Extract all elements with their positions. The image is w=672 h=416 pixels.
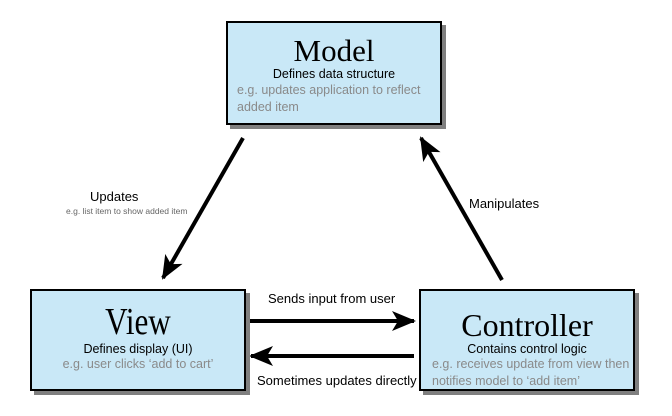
view-subtitle: Defines display (UI): [83, 342, 193, 356]
controller-title: Controller: [461, 307, 593, 343]
edge-label-updates-example: e.g. list item to show added item: [66, 206, 188, 216]
arrow-controller-to-model: [419, 136, 504, 281]
controller-subtitle: Contains control logic: [467, 342, 587, 356]
edge-label-manipulates: Manipulates: [469, 196, 540, 211]
view-example: e.g. user clicks ‘add to cart’: [62, 357, 214, 372]
arrow-model-to-view: [161, 137, 245, 280]
controller-box: Controller Contains control logic e.g. r…: [419, 289, 635, 391]
model-title: Model: [293, 33, 375, 68]
controller-example: e.g. receives update from view then noti…: [432, 357, 630, 389]
view-box: View Defines display (UI) e.g. user clic…: [30, 289, 246, 391]
model-box: Model Defines data structure e.g. update…: [226, 21, 442, 125]
view-title: View: [105, 301, 171, 343]
model-example: e.g. updates application to reflect adde…: [237, 83, 421, 115]
edge-label-updates: Updates: [90, 189, 139, 204]
edge-label-sends-input: Sends input from user: [268, 291, 396, 306]
model-subtitle: Defines data structure: [272, 67, 396, 81]
edge-label-sometimes-updates: Sometimes updates directly: [257, 373, 417, 388]
